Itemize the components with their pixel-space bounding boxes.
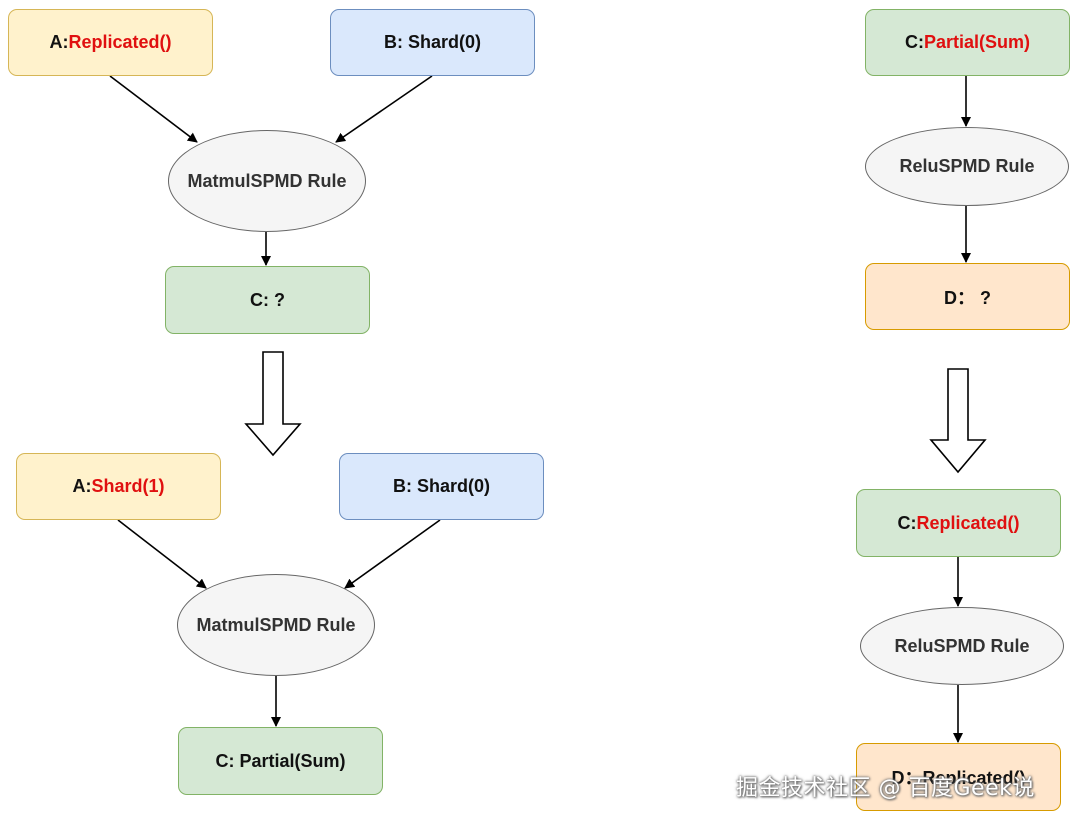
tensor-c-prefix: C: xyxy=(897,512,917,533)
rule-label: MatmulSPMD Rule xyxy=(196,614,356,635)
tensor-c-box-right-top: C: Partial(Sum) xyxy=(865,9,1070,76)
arrow-b-to-matmul-bottom xyxy=(344,519,441,589)
tensor-c-label: C: Partial(Sum) xyxy=(215,750,346,771)
tensor-c-box-right-bottom: C: Replicated() xyxy=(856,489,1061,557)
arrow-b-to-matmul-top xyxy=(335,75,433,143)
tensor-c-box-top: C: ? xyxy=(165,266,370,334)
tensor-d-box-top: D： ? xyxy=(865,263,1070,330)
arrow-a-to-matmul-top xyxy=(109,75,198,143)
tensor-a-prefix: A: xyxy=(72,476,92,496)
relu-spmd-rule-top: ReluSPMD Rule xyxy=(865,127,1069,206)
tensor-b-label: B: Shard(0) xyxy=(383,32,481,52)
tensor-c-placement: Partial(Sum) xyxy=(923,32,1031,52)
tensor-c-label: C: ? xyxy=(250,289,285,310)
transition-arrow-left xyxy=(244,351,302,457)
tensor-c-box-bottom: C: Partial(Sum) xyxy=(178,727,383,795)
tensor-a-box-top: A: Replicated() xyxy=(8,9,213,76)
tensor-a-placement: Replicated() xyxy=(68,32,172,52)
watermark-text: 掘金技术社区 @ 百度Geek说 xyxy=(736,776,1035,801)
rule-label: MatmulSPMD Rule xyxy=(187,170,347,191)
rule-label: ReluSPMD Rule xyxy=(894,635,1030,656)
tensor-c-placement: Replicated() xyxy=(916,512,1020,533)
tensor-d-box-bottom: D：Replicated() xyxy=(856,743,1061,811)
transition-arrow-right xyxy=(929,368,987,474)
tensor-b-label: B: Shard(0) xyxy=(392,476,490,496)
tensor-a-prefix: A: xyxy=(49,32,69,52)
tensor-b-box-top: B: Shard(0) xyxy=(330,9,535,76)
tensor-d-label: D：Replicated() xyxy=(891,768,1026,788)
tensor-a-placement: Shard(1) xyxy=(91,476,165,496)
arrow-a-to-matmul-bottom xyxy=(117,519,207,589)
tensor-b-box-bottom: B: Shard(0) xyxy=(339,453,544,520)
relu-spmd-rule-bottom: ReluSPMD Rule xyxy=(860,607,1064,685)
matmul-spmd-rule-bottom: MatmulSPMD Rule xyxy=(177,574,375,676)
tensor-a-box-bottom: A: Shard(1) xyxy=(16,453,221,520)
tensor-c-prefix: C: xyxy=(904,32,924,52)
rule-label: ReluSPMD Rule xyxy=(899,156,1035,176)
matmul-spmd-rule-top: MatmulSPMD Rule xyxy=(168,130,366,232)
tensor-d-label: D： ? xyxy=(944,287,991,308)
